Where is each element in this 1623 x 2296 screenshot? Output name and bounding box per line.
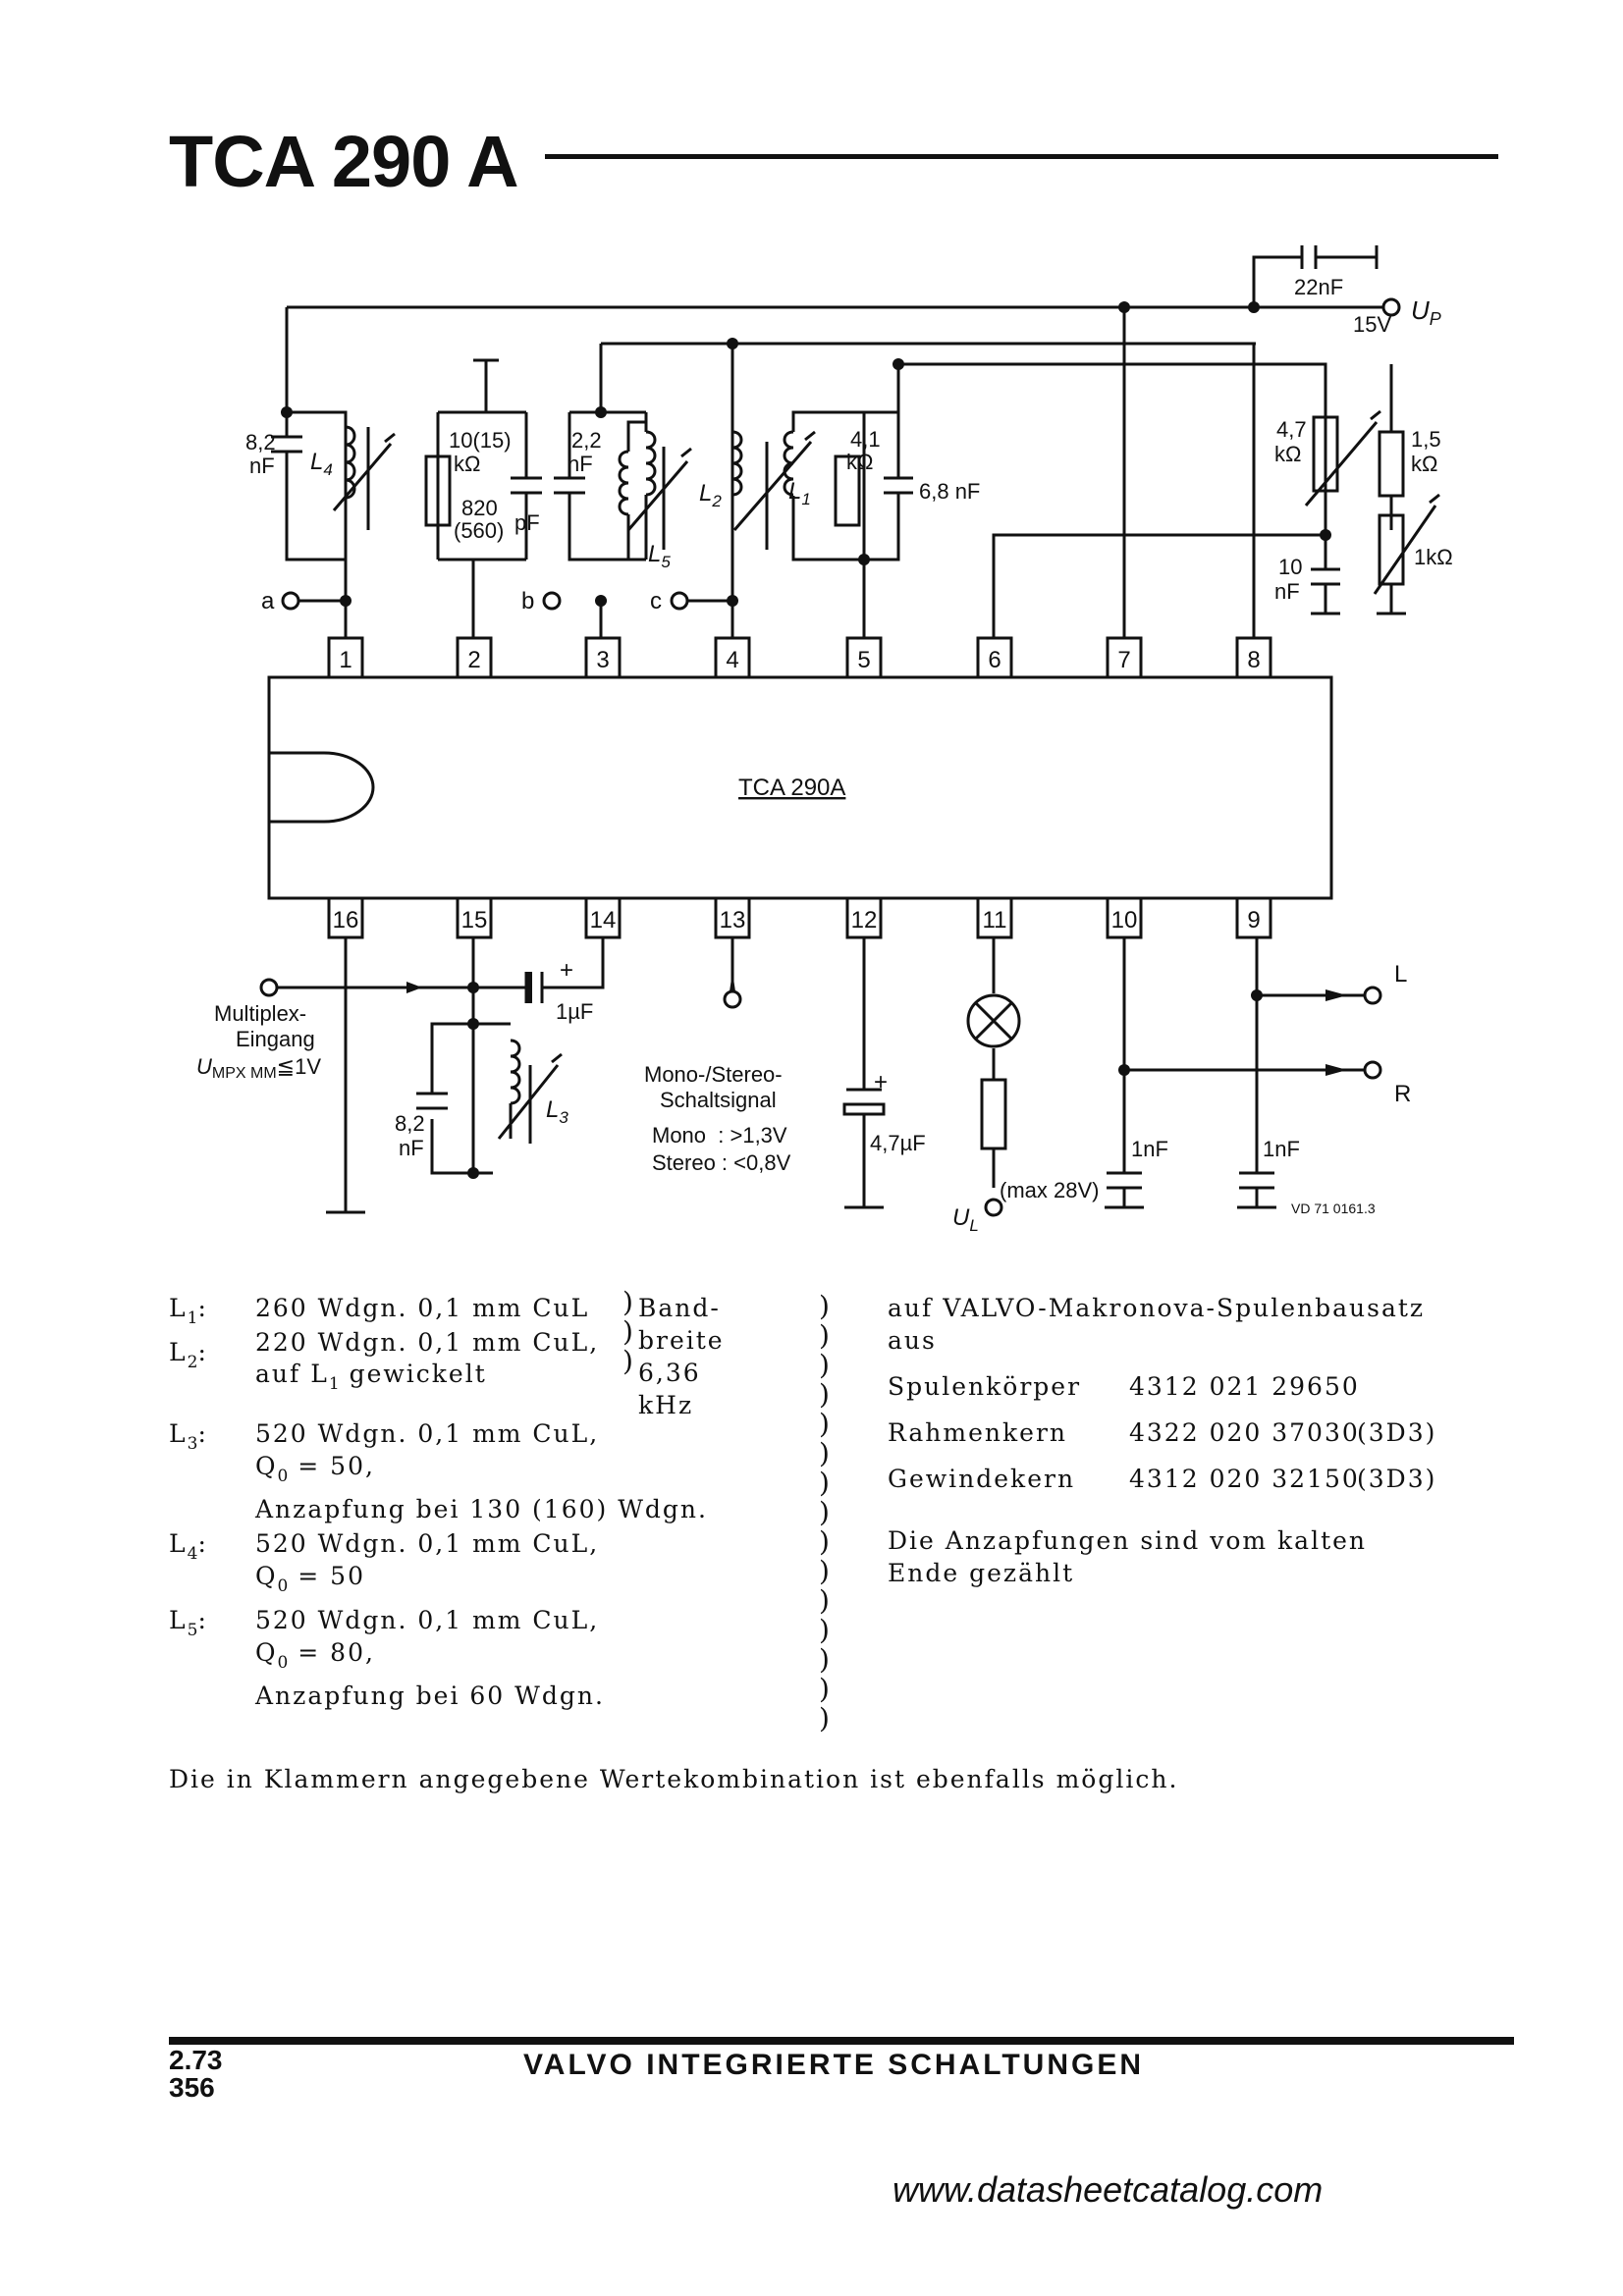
- footer-title: VALVO INTEGRIERTE SCHALTUNGEN: [523, 2049, 1145, 2081]
- l3-label: L3: [546, 1096, 568, 1127]
- mpx-label-1: Multiplex-: [214, 1001, 306, 1026]
- c820-label-1: 820: [461, 496, 498, 520]
- website-link[interactable]: www.datasheetcatalog.com: [893, 2169, 1324, 2210]
- ms-label-4: Stereo : <0,8V: [652, 1150, 791, 1175]
- r15-label-2: kΩ: [1411, 452, 1437, 476]
- pin-14-label: 14: [590, 907, 617, 934]
- l5-label: L5: [648, 541, 671, 571]
- c10-label-2: nF: [1274, 579, 1300, 604]
- ul-label: UL: [952, 1204, 979, 1235]
- footer-rule: [169, 2037, 1514, 2045]
- c22n-label-1: 2,2: [571, 428, 602, 453]
- r10k-label-2: kΩ: [454, 452, 480, 476]
- pin-2-label: 2: [467, 647, 480, 673]
- pin-11-label: 11: [983, 907, 1007, 934]
- c47u-label: 4,7µF: [870, 1131, 926, 1155]
- footer-date: 2.73: [169, 2045, 223, 2075]
- l2-label: L2: [699, 480, 722, 510]
- ms-label-1: Mono-/Stereo-: [644, 1062, 783, 1087]
- r10k-label-1: 10(15): [449, 428, 512, 453]
- ref-label: VD 71 0161.3: [1291, 1201, 1376, 1216]
- coil-l3: L3:520 Wdgn. 0,1 mm CuL,Q0 = 50,Anzapfun…: [169, 1419, 708, 1523]
- r41-label-1: 4,1: [850, 427, 881, 452]
- pin-12-label: 12: [851, 907, 878, 934]
- pin-13-label: 13: [720, 907, 746, 934]
- node-b-label: b: [521, 588, 534, 614]
- c22nf-label: 22nF: [1294, 275, 1343, 299]
- c820-label-3: pF: [514, 510, 540, 535]
- mpx-label-2: Eingang: [236, 1027, 315, 1051]
- pin-10-label: 10: [1111, 907, 1138, 934]
- r1k-label: 1kΩ: [1414, 545, 1453, 569]
- r47-label-2: kΩ: [1274, 442, 1301, 466]
- ic-label: TCA 290A: [738, 774, 845, 801]
- ms-label-3: Mono : >1,3V: [652, 1123, 787, 1148]
- pin-5-label: 5: [857, 647, 870, 673]
- pin-7-label: 7: [1117, 647, 1130, 673]
- r47-label-1: 4,7: [1276, 417, 1307, 442]
- pin-6-label: 6: [988, 647, 1001, 673]
- l1-label: L1: [788, 478, 811, 508]
- title-rule: [545, 154, 1498, 159]
- r41-label-2: kΩ: [846, 450, 873, 474]
- node-c-label: c: [650, 588, 662, 614]
- c10-label-1: 10: [1278, 555, 1302, 579]
- c82a-label-1: 8,2: [245, 430, 276, 454]
- pin-16-label: 16: [333, 907, 359, 934]
- footer-page-number: 356: [169, 2072, 215, 2103]
- node-a-label: a: [261, 588, 275, 614]
- c82b-label-1: 8,2: [395, 1111, 425, 1136]
- kit-intro-1: auf VALVO-Makronova-Spulenbausatz: [888, 1294, 1426, 1322]
- kit-intro-2: aus: [888, 1326, 937, 1355]
- c68-label: 6,8 nF: [919, 479, 980, 504]
- coil-l4: L4:520 Wdgn. 0,1 mm CuL,Q0 = 50: [169, 1529, 600, 1596]
- pin-15-label: 15: [461, 907, 488, 934]
- c1n-b-label: 1nF: [1263, 1137, 1300, 1161]
- kit-info: auf VALVO-Makronova-Spulenbausatz aus Sp…: [888, 1292, 1437, 1589]
- pin-9-label: 9: [1247, 907, 1260, 934]
- band-bracket: ))): [622, 1286, 633, 1377]
- tap-note-2: Ende gezählt: [888, 1559, 1075, 1587]
- tap-note-1: Die Anzapfungen sind vom kalten: [888, 1526, 1368, 1555]
- pin-1-label: 1: [339, 647, 352, 673]
- pin-3-label: 3: [596, 647, 609, 673]
- coil-l1: L1:260 Wdgn. 0,1 mm CuL: [169, 1294, 590, 1328]
- c82a-label-2: nF: [249, 454, 275, 478]
- out-l-label: L: [1394, 961, 1407, 988]
- c82b-label-2: nF: [399, 1136, 424, 1160]
- up-volt-label: 15V: [1353, 312, 1391, 337]
- c1u-plus: +: [560, 957, 573, 984]
- c820-label-2: (560): [454, 518, 504, 543]
- circuit-schematic: TCA 290A 1 2 3 4 5 6 7 8 16 15 14 13 12 …: [196, 245, 1453, 1235]
- footnote: Die in Klammern angegebene Wertekombinat…: [169, 1765, 1179, 1793]
- coils-bracket: ))))))))))))))): [819, 1290, 830, 1735]
- out-r-label: R: [1394, 1081, 1411, 1107]
- c1u-label: 1µF: [556, 999, 593, 1024]
- ms-label-2: Schaltsignal: [660, 1088, 777, 1112]
- pin-8-label: 8: [1247, 647, 1260, 673]
- coil-l5: L5:520 Wdgn. 0,1 mm CuL,Q0 = 80,Anzapfun…: [169, 1606, 605, 1710]
- max28-label: (max 28V): [1000, 1178, 1099, 1202]
- page-title: TCA 290 A: [169, 121, 519, 202]
- r15-label-1: 1,5: [1411, 427, 1441, 452]
- mpx-label-3: UMPX MM≦1V: [196, 1054, 321, 1082]
- c1n-a-label: 1nF: [1131, 1137, 1168, 1161]
- c47u-plus: +: [874, 1069, 888, 1095]
- coil-l2: L2:220 Wdgn. 0,1 mm CuL,auf L1 gewickelt: [169, 1328, 600, 1394]
- l4-label: L4: [310, 449, 333, 479]
- c22n-label-2: nF: [568, 452, 593, 476]
- up-label: UP: [1411, 295, 1441, 329]
- pin-4-label: 4: [726, 647, 738, 673]
